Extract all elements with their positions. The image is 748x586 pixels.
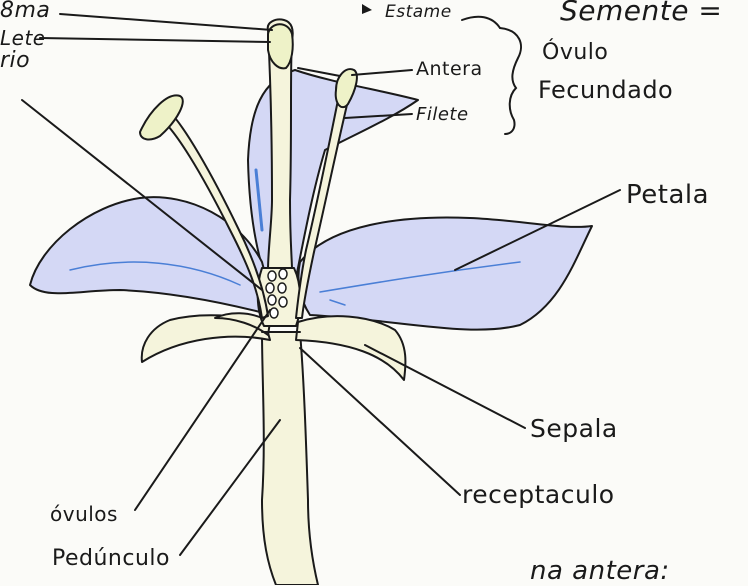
label-pedunculo: Pedúnculo bbox=[52, 546, 170, 571]
estame-arrow-icon bbox=[362, 4, 372, 14]
sepal-right bbox=[296, 316, 405, 380]
label-fecundado: Fecundado bbox=[538, 76, 673, 104]
label-ovulos: óvulos bbox=[50, 502, 118, 526]
pointer-filete-top bbox=[40, 38, 270, 42]
label-semente: Semente = bbox=[560, 0, 722, 27]
label-bottom-note: na antera: bbox=[530, 556, 670, 586]
label-filete: Filete bbox=[416, 104, 469, 125]
peduncle bbox=[262, 332, 318, 585]
estame-hook bbox=[462, 17, 500, 28]
label-ovario: rio bbox=[0, 48, 30, 73]
pointer-antera bbox=[352, 70, 412, 75]
estame-bracket bbox=[500, 28, 521, 134]
label-sepala: Sepala bbox=[530, 414, 618, 443]
label-ovulo: Óvulo bbox=[542, 40, 608, 65]
pointer-estigma bbox=[60, 14, 272, 30]
label-petala: Petala bbox=[626, 180, 709, 210]
label-receptaculo: receptaculo bbox=[462, 480, 615, 509]
label-antera: Antera bbox=[416, 58, 483, 80]
label-estame: Estame bbox=[385, 2, 452, 22]
petal-right bbox=[298, 218, 592, 330]
label-estigma: 8ma bbox=[0, 0, 50, 23]
pointer-sepala bbox=[365, 345, 525, 428]
pointer-receptaculo bbox=[300, 348, 460, 495]
label-filete-top: Lete bbox=[0, 26, 46, 50]
